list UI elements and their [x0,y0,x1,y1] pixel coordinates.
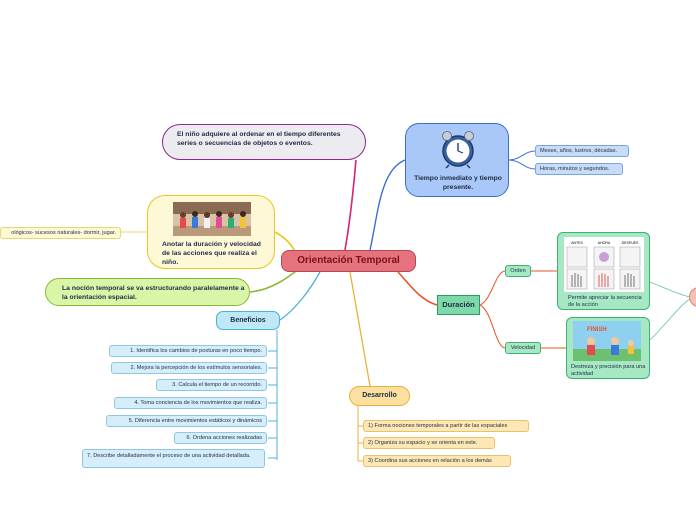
topic-duracion[interactable]: Duración [437,295,480,315]
topic-desarrollo[interactable]: Desarrollo [349,386,410,406]
velocidad-node[interactable]: Velocidad [505,342,541,354]
beneficio-item[interactable]: 2. Mejora la percepción de los estímulos… [111,362,267,374]
orden-node[interactable]: Orden [505,265,531,277]
topic-tiempo-inmediato[interactable]: Tiempo inmediato y tiempo presente. [405,123,509,197]
beneficio-item[interactable]: 5. Diferencia entre movimientos estático… [106,415,267,427]
topic-tiempo-text: Tiempo inmediato y tiempo presente. [414,175,502,191]
seq-label: AHORA [598,241,611,245]
finish-text: FINISH [587,327,607,333]
seq-label: ANTES [571,241,583,245]
velocidad-card[interactable]: FINISH Destreza y precisión para una act… [566,317,650,379]
tiempo-item[interactable]: Meses, años, lustros, décadas. [535,145,629,157]
velocidad-caption: Destreza y precisión para una actividad [571,364,646,377]
desarrollo-item[interactable]: 3) Coordina sus acciones en relación a l… [363,455,511,467]
alarm-clock-icon [442,131,474,169]
topic-nocion-text: La noción temporal se va estructurando p… [62,285,245,301]
sequence-photo: ANTES AHORA DESPUÉS [564,237,644,292]
children-photo [173,202,251,236]
topic-nocion-temporal[interactable]: La noción temporal se va estructurando p… [45,278,250,306]
topic-ordenar-secuencias[interactable]: El niño adquiere al ordenar en el tiempo… [162,124,366,160]
seq-label: DESPUÉS [622,240,639,245]
beneficio-item[interactable]: 6. Ordena acciones realizadas [174,432,267,444]
desarrollo-item[interactable]: 2) Organiza su espacio y se orienta en e… [363,437,495,449]
central-topic[interactable]: Orientación Temporal [281,250,416,272]
beneficio-item[interactable]: 7. Describe detalladamente el proceso de… [82,449,265,468]
beneficio-item[interactable]: 1. Identifica los cambios de posturas en… [109,345,267,357]
topic-anotar-duracion[interactable]: Anotar la duración y velocidad de las ac… [147,195,275,269]
topic-beneficios[interactable]: Beneficios [216,311,280,330]
desarrollo-item[interactable]: 1) Forma nociones temporales a partir de… [363,420,529,432]
finish-race-photo: FINISH [573,321,641,361]
orden-caption: Permite apreciar la secuencia de la acci… [568,295,642,308]
yellow-subitem[interactable]: ológicos- sucesos naturales- dormir, jug… [0,227,121,239]
topic-anotar-text: Anotar la duración y velocidad de las ac… [162,241,261,266]
orden-card[interactable]: ANTES AHORA DESPUÉS Permite apreciar la … [557,232,650,310]
topic-ordenar-text: El niño adquiere al ordenar en el tiempo… [177,131,341,147]
beneficio-item[interactable]: 4. Toma conciencia de los movimientos qu… [114,397,267,409]
beneficio-item[interactable]: 3. Calcula el tiempo de un recorrido. [156,379,267,391]
tiempo-item[interactable]: Horas, minutos y segundos. [535,163,623,175]
